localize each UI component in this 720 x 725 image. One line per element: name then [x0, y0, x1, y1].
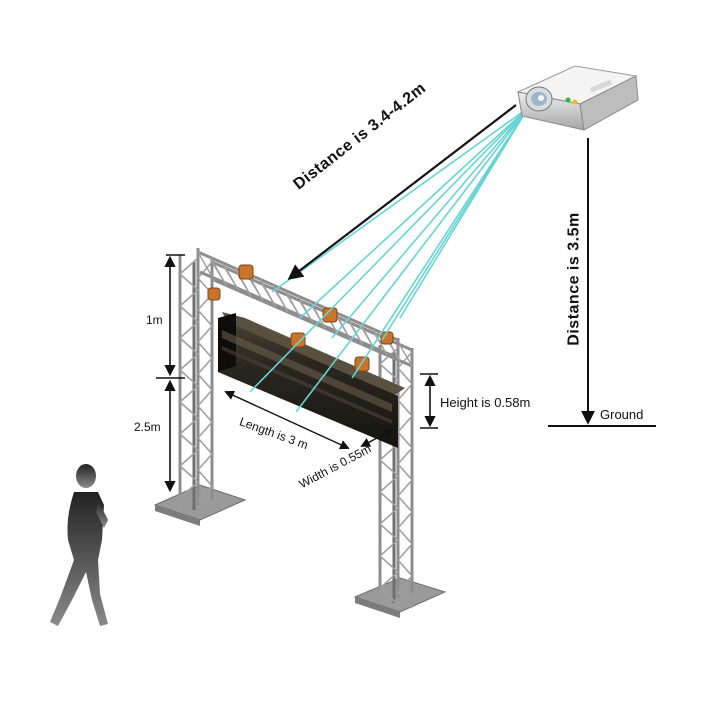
left-truss-tower	[178, 248, 214, 510]
lower-height-label: 2.5m	[134, 420, 161, 434]
left-truss-bracing	[179, 257, 213, 503]
vertical-distance-label: Distance is 3.5m	[565, 212, 583, 346]
projection-beams	[249, 107, 529, 413]
left-height-dimensions	[156, 254, 185, 493]
person-silhouette-icon	[50, 464, 108, 626]
screen-length-dimension	[224, 390, 350, 450]
upper-height-label: 1m	[146, 313, 163, 327]
screen-width-dimension	[360, 429, 394, 447]
projector-icon	[516, 65, 639, 131]
ground-label: Ground	[600, 407, 644, 422]
screen-height-dimension	[420, 373, 438, 429]
projector-distance-arrow	[287, 104, 517, 280]
screen-height-label: Height is 0.58m	[440, 395, 531, 410]
